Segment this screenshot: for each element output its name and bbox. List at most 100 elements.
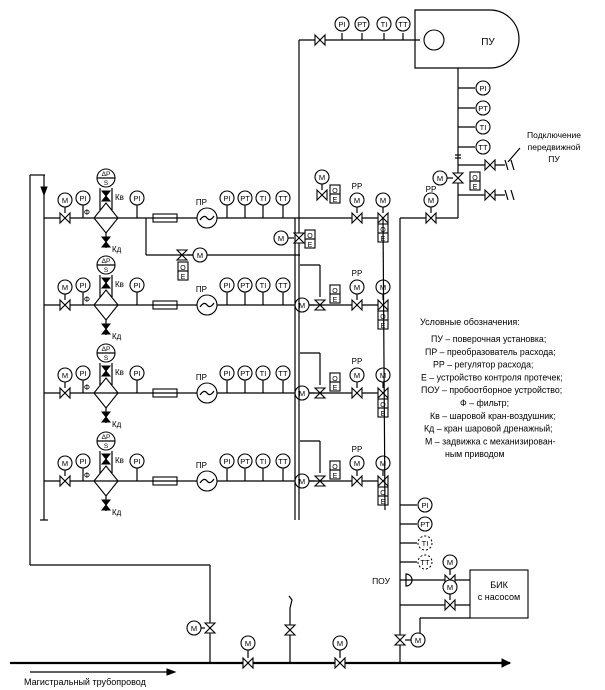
instrument-bubble: TI xyxy=(475,119,491,135)
instrument-tag: M xyxy=(380,459,386,468)
instrument-bubble: M xyxy=(314,169,330,185)
drain-label: Кд xyxy=(112,245,122,254)
gate-valve-icon xyxy=(484,158,496,172)
mobile-unit-label-3: ПУ xyxy=(548,154,560,164)
leak-control-device: OE xyxy=(377,398,389,418)
instrument-bubble: PT xyxy=(354,16,370,32)
instrument-bubble: M xyxy=(375,455,391,471)
ball-valve-icon xyxy=(100,411,112,423)
gate-valve-icon xyxy=(377,474,389,488)
instrument-bubble: PI xyxy=(219,277,235,293)
instrument-tag: M xyxy=(62,459,68,468)
instrument-bubble: M xyxy=(186,620,202,636)
gate-valve-icon xyxy=(393,634,407,646)
ball-valve-icon xyxy=(100,323,112,335)
leak-device-o: O xyxy=(472,175,478,182)
instrument-tag: M xyxy=(428,196,434,205)
instrument-tag: M xyxy=(245,639,251,648)
instrument-tag: M xyxy=(319,173,325,182)
leak-device-o: O xyxy=(180,265,186,272)
flow-meter-label: ПР xyxy=(196,198,207,207)
instrument-tag: TT xyxy=(398,20,408,29)
instrument-tag: TT xyxy=(278,457,288,466)
gate-valve-icon xyxy=(313,475,327,487)
leak-control-device: OE xyxy=(329,284,341,304)
gate-valve-icon xyxy=(377,386,389,400)
instrument-tag: TI xyxy=(381,20,388,29)
instrument-tag: M xyxy=(191,624,197,633)
instrument-tag: M xyxy=(447,558,453,567)
instrument-tag: TI xyxy=(260,194,267,203)
motorized-gate-valve: M xyxy=(375,367,391,400)
instrument-tag: M xyxy=(415,636,421,645)
leak-device-e: E xyxy=(333,473,338,480)
gate-valve-icon xyxy=(59,211,71,225)
legend-item: М – задвижка с механизирован- xyxy=(425,436,556,446)
instrument-bubble: PI xyxy=(75,277,91,293)
leak-control-device: OE xyxy=(377,486,389,506)
motorized-gate-valve: M xyxy=(349,455,365,488)
instrument-tag: TT xyxy=(278,369,288,378)
instrument-bubble: TT xyxy=(475,139,491,155)
flow-meter-label: ПР xyxy=(196,285,207,294)
regulator-label: РР xyxy=(352,357,363,366)
gate-valve-icon xyxy=(59,474,71,488)
leak-device-e: E xyxy=(333,385,338,392)
instrument-tag: TT xyxy=(420,558,430,567)
instrument-bubble: M xyxy=(240,635,256,651)
gate-valve-icon xyxy=(314,33,326,47)
legend-item: ным приводом xyxy=(445,449,505,459)
ball-valve-icon xyxy=(100,365,112,377)
instrument-bubble: M xyxy=(192,247,208,263)
instrument-tag: PI xyxy=(133,457,140,466)
diff-pressure-s: S xyxy=(104,355,109,362)
ball-valve-icon xyxy=(100,190,112,202)
instrument-bubble: PI xyxy=(219,190,235,206)
instrument-bubble: M xyxy=(349,279,365,295)
bik-box xyxy=(469,569,529,619)
instrument-tag: M xyxy=(354,283,360,292)
leak-control-device: OE xyxy=(304,229,316,249)
motorized-gate-valve: M xyxy=(432,170,465,186)
instrument-tag: TI xyxy=(422,539,429,548)
instrument-tag: PT xyxy=(240,194,250,203)
instrument-bubble: M xyxy=(273,230,289,246)
motorized-gate-valve: M xyxy=(375,192,391,225)
instrument-bubble: PT xyxy=(237,277,253,293)
instrument-bubble: PI xyxy=(417,497,433,513)
instrument-bubble: M xyxy=(57,367,73,383)
flow-meter-icon xyxy=(196,294,218,316)
gate-valve-icon xyxy=(203,622,217,634)
diff-pressure-tag: ΔP xyxy=(102,171,111,178)
instrument-bubble: TT xyxy=(275,365,291,381)
gate-valve-icon xyxy=(313,299,327,311)
leak-device-o: O xyxy=(332,188,338,195)
instrument-bubble: TT xyxy=(417,554,433,570)
leak-device-e: E xyxy=(381,499,386,506)
gate-valve-icon xyxy=(444,598,456,612)
regulator-label: РР xyxy=(352,182,363,191)
leak-control-device: OE xyxy=(329,184,341,204)
instrument-bubble: M xyxy=(294,473,310,489)
leak-device-o: O xyxy=(332,288,338,295)
legend-item: Е – устройство контроля протечек; xyxy=(421,372,563,382)
instrument-bubble: M xyxy=(332,635,348,651)
drain-label: Кд xyxy=(112,332,122,341)
instrument-tag: M xyxy=(299,389,305,398)
flow-meter-label: ПР xyxy=(196,373,207,382)
motorized-gate-valve: M xyxy=(393,632,426,648)
gate-valve-icon xyxy=(451,172,465,184)
instrument-tag: M xyxy=(380,196,386,205)
instrument-bubble: PI xyxy=(75,365,91,381)
instrument-bubble: PI xyxy=(475,80,491,96)
instrument-tag: PI xyxy=(79,194,86,203)
instrument-tag: TI xyxy=(260,369,267,378)
sampling-device-label: ПОУ xyxy=(372,576,391,586)
instrument-bubble: PI xyxy=(219,453,235,469)
leak-control-device: OE xyxy=(329,372,341,392)
instrument-tag: TT xyxy=(478,143,488,152)
instrument-tag: M xyxy=(437,174,443,183)
